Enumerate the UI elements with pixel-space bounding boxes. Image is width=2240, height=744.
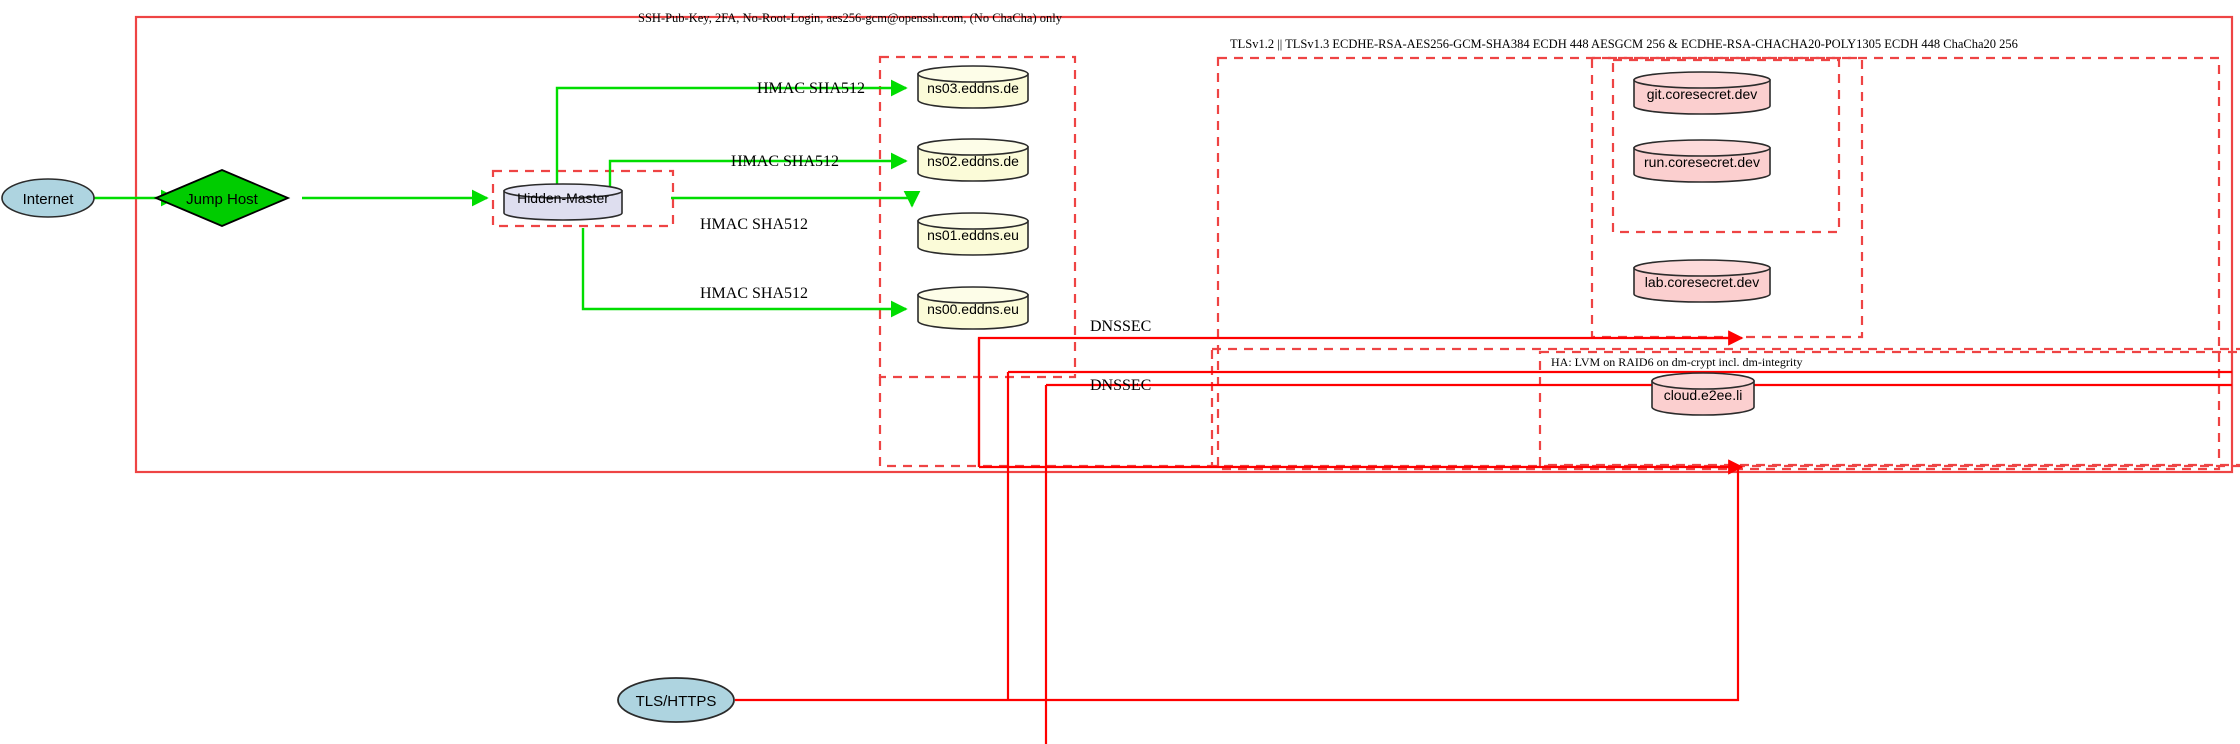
node-run-coresecret[interactable]: run.coresecret.dev (1633, 139, 1771, 183)
label-ssh-zone: SSH-Pub-Key, 2FA, No-Root-Login, aes256-… (638, 11, 1063, 25)
boundary-ha-box (1076, 350, 1332, 466)
boundary-app-cluster-zone (1590, 56, 1864, 339)
edge-hidden-master-to-ns00 (581, 228, 908, 318)
node-hidden-master[interactable]: Hidden-Master (503, 183, 623, 221)
label-dnssec-upper: DNSSEC (1090, 318, 1151, 335)
boundary-ssh-zone (134, 15, 2234, 474)
node-jump-host-label: Jump Host (186, 191, 259, 208)
node-run-coresecret-label: run.coresecret.dev (1644, 154, 1760, 170)
node-cloud-e2ee[interactable]: cloud.e2ee.li (1651, 372, 1755, 416)
node-ns01[interactable]: ns01.eddns.eu (917, 212, 1029, 256)
node-ns02[interactable]: ns02.eddns.de (917, 138, 1029, 182)
node-internet-label: Internet (23, 191, 75, 208)
edge-hidden-master-to-ns01 (671, 190, 921, 208)
edge-hidden-master-to-ns02 (608, 152, 908, 193)
edges-green (92, 79, 921, 318)
node-lab-coresecret[interactable]: lab.coresecret.dev (1633, 259, 1771, 303)
node-jump-host[interactable]: Jump Host (153, 169, 291, 227)
label-hmac-ns00: HMAC SHA512 (700, 285, 808, 302)
label-ha-zone: HA: LVM on RAID6 on dm-crypt incl. dm-in… (1551, 355, 1803, 369)
node-git-coresecret-label: git.coresecret.dev (1647, 86, 1758, 102)
boundary-hidden-master-zone (491, 169, 675, 228)
label-dnssec-lower: DNSSEC (1090, 377, 1151, 394)
boundary-coresecret-zone (1611, 58, 1841, 234)
node-ns00[interactable]: ns00.eddns.eu (917, 286, 1029, 330)
node-tls-https[interactable]: TLS/HTTPS (617, 677, 735, 723)
node-ns02-label: ns02.eddns.de (927, 153, 1019, 169)
label-tls-zone: TLSv1.2 || TLSv1.3 ECDHE-RSA-AES256-GCM-… (1230, 37, 2018, 51)
node-ns03[interactable]: ns03.eddns.de (917, 65, 1029, 109)
boundary-ha-zone (1076, 349, 1332, 466)
node-git-coresecret[interactable]: git.coresecret.dev (1633, 71, 1771, 115)
node-lab-coresecret-label: lab.coresecret.dev (1645, 274, 1759, 290)
boundary-ha-inner (1538, 350, 2240, 467)
node-cloud-e2ee-label: cloud.e2ee.li (1664, 387, 1743, 403)
node-ns01-label: ns01.eddns.eu (927, 227, 1019, 243)
boundary-tls-zone (1216, 56, 2221, 471)
node-ns00-label: ns00.eddns.eu (927, 301, 1019, 317)
edges-red (735, 330, 2232, 744)
boundary-dns-cluster-zone (878, 55, 1077, 379)
node-hidden-master-label: Hidden-Master (517, 190, 609, 206)
label-hmac-ns01: HMAC SHA512 (700, 216, 808, 233)
node-ns03-label: ns03.eddns.de (927, 80, 1019, 96)
edge-tls-https-to-cluster (735, 467, 1740, 702)
label-hmac-ns03: HMAC SHA512 (757, 80, 865, 97)
node-tls-https-label: TLS/HTTPS (636, 693, 717, 710)
edge-hidden-master-to-ns03 (555, 79, 908, 193)
label-hmac-ns02: HMAC SHA512 (731, 153, 839, 170)
node-internet[interactable]: Internet (1, 178, 95, 218)
